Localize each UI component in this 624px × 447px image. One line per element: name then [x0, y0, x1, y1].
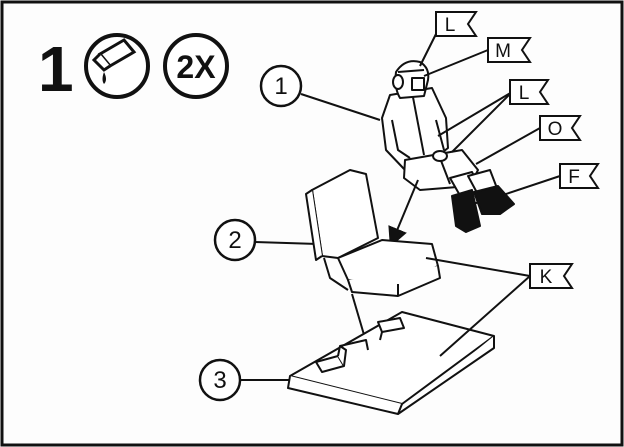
part-callout-1: 1 [261, 66, 380, 120]
part-callout-1-label: 1 [274, 73, 287, 100]
part-callout-3-label: 3 [213, 367, 226, 394]
glue-tube-icon [86, 35, 148, 97]
color-flag-seat-base-label: K [540, 267, 553, 288]
color-flag-visor: M [488, 38, 530, 62]
color-flag-jacket-label: L [519, 83, 530, 104]
quantity-badge: 2X [165, 35, 227, 97]
assembly-arrow-figure-to-seat [393, 180, 418, 240]
color-flag-boots: F [560, 164, 598, 188]
base-plate-part [288, 312, 494, 414]
color-flag-boots-label: F [568, 167, 580, 188]
part-callout-2-label: 2 [228, 227, 241, 254]
color-flag-jacket: L [510, 80, 548, 104]
color-flag-visor-label: M [495, 41, 511, 62]
color-flag-helmet: L [436, 12, 476, 36]
color-flag-helmet-label: L [445, 15, 456, 36]
color-flag-trousers-label: O [548, 119, 563, 140]
quantity-badge-text: 2X [176, 49, 216, 85]
color-flag-seat-base: K [530, 264, 572, 288]
part-callout-3: 3 [200, 360, 290, 400]
part-callout-2: 2 [215, 220, 318, 260]
color-flag-trousers: O [540, 116, 580, 140]
step-number: 1 [38, 33, 74, 105]
seated-pilot-figure [382, 61, 514, 232]
